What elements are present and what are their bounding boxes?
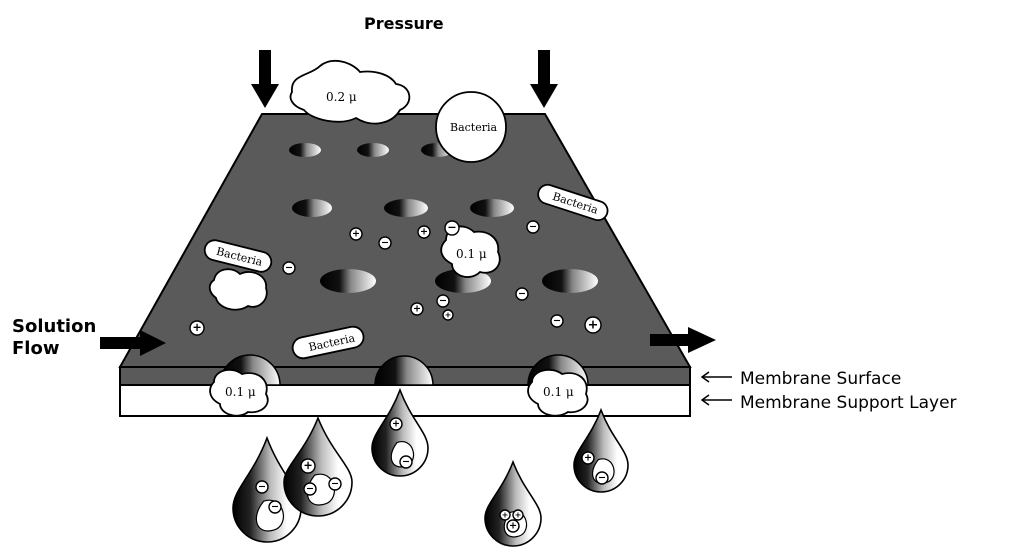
svg-text:−: − bbox=[331, 479, 339, 490]
svg-text:+: + bbox=[192, 321, 201, 334]
svg-text:+: + bbox=[588, 318, 599, 333]
solution-flow-label-2: Flow bbox=[12, 338, 59, 359]
svg-text:0.2 μ: 0.2 μ bbox=[326, 90, 357, 104]
solution-flow-label-1: Solution bbox=[12, 316, 96, 337]
pore bbox=[357, 143, 389, 157]
negative-ion: − bbox=[256, 481, 268, 493]
negative-ion: − bbox=[400, 456, 412, 468]
positive-ion: + bbox=[513, 510, 523, 520]
svg-text:+: + bbox=[515, 510, 522, 519]
svg-text:0.1 μ: 0.1 μ bbox=[456, 247, 487, 261]
positive-ion: + bbox=[390, 418, 402, 430]
svg-text:0.1 μ: 0.1 μ bbox=[543, 385, 574, 399]
svg-text:−: − bbox=[402, 457, 410, 468]
positive-ion: + bbox=[190, 321, 204, 335]
svg-text:+: + bbox=[352, 229, 360, 240]
svg-text:+: + bbox=[502, 510, 509, 519]
positive-ion: + bbox=[418, 226, 430, 238]
svg-text:−: − bbox=[553, 316, 561, 327]
pore bbox=[470, 199, 514, 217]
negative-ion: − bbox=[283, 262, 295, 274]
negative-ion: − bbox=[379, 237, 391, 249]
negative-ion: − bbox=[304, 483, 316, 495]
svg-text:−: − bbox=[439, 296, 447, 307]
positive-ion: + bbox=[443, 310, 453, 320]
positive-ion: + bbox=[350, 228, 362, 240]
svg-text:−: − bbox=[258, 482, 266, 493]
negative-ion: − bbox=[329, 478, 341, 490]
pore bbox=[292, 199, 332, 217]
pressure-label: Pressure bbox=[364, 14, 444, 33]
positive-ion: + bbox=[411, 303, 423, 315]
positive-ion: + bbox=[301, 459, 315, 473]
svg-text:−: − bbox=[447, 221, 456, 234]
svg-text:0.1 μ: 0.1 μ bbox=[225, 385, 256, 399]
positive-ion: + bbox=[582, 452, 594, 464]
negative-ion: − bbox=[516, 288, 528, 300]
membrane-surface-label: Membrane Surface bbox=[740, 369, 901, 389]
svg-text:+: + bbox=[420, 227, 428, 238]
svg-text:−: − bbox=[529, 222, 537, 233]
negative-ion: − bbox=[596, 472, 608, 484]
svg-text:−: − bbox=[598, 473, 606, 484]
membrane-support-layer-label: Membrane Support Layer bbox=[740, 393, 957, 413]
svg-text:+: + bbox=[509, 521, 517, 532]
particle-0-2-micron: 0.2 μ bbox=[291, 61, 410, 124]
svg-text:+: + bbox=[303, 459, 312, 472]
svg-text:−: − bbox=[271, 502, 279, 513]
pore bbox=[320, 269, 376, 293]
svg-text:+: + bbox=[392, 419, 400, 430]
particle-blob-left bbox=[210, 269, 267, 310]
permeate-droplet: +− bbox=[574, 410, 628, 492]
positive-ion: + bbox=[500, 510, 510, 520]
svg-text:+: + bbox=[584, 453, 592, 464]
membrane-surface bbox=[120, 114, 690, 367]
label-pointers bbox=[702, 372, 732, 405]
svg-text:−: − bbox=[381, 238, 389, 249]
svg-text:Bacteria: Bacteria bbox=[450, 121, 498, 134]
permeate-droplet: +++ bbox=[485, 462, 541, 546]
negative-ion: − bbox=[445, 221, 459, 235]
bacteria-round: Bacteria bbox=[436, 92, 506, 162]
svg-text:−: − bbox=[306, 484, 314, 495]
svg-text:+: + bbox=[413, 304, 421, 315]
pressure-arrow-left bbox=[251, 50, 279, 108]
permeate-droplet: + − − bbox=[284, 418, 352, 516]
pore bbox=[384, 199, 428, 217]
positive-ion: + bbox=[585, 317, 601, 333]
svg-text:−: − bbox=[285, 263, 293, 274]
negative-ion: − bbox=[437, 295, 449, 307]
negative-ion: − bbox=[551, 315, 563, 327]
svg-text:−: − bbox=[518, 289, 526, 300]
negative-ion: − bbox=[269, 501, 281, 513]
pore bbox=[289, 143, 321, 157]
negative-ion: − bbox=[527, 221, 539, 233]
svg-text:+: + bbox=[445, 310, 452, 319]
pressure-arrow-right bbox=[530, 50, 558, 108]
pore bbox=[542, 269, 598, 293]
positive-ion: + bbox=[507, 520, 519, 532]
